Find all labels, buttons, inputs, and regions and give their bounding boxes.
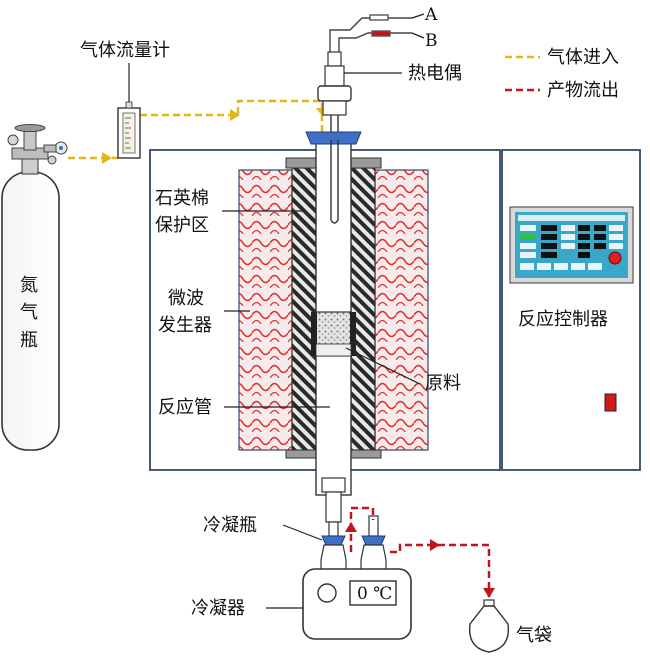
- gas-arrow-1: [102, 152, 112, 164]
- condenser-knob: [317, 583, 337, 603]
- gas-bag-label: 气袋: [516, 625, 552, 646]
- raw-material-leader: [345, 347, 421, 385]
- condenser-label: 冷凝器: [191, 598, 245, 619]
- top-cap-right: [350, 157, 382, 169]
- insulation-left: [238, 169, 293, 451]
- reaction-tube-label: 反应管: [158, 397, 212, 418]
- wire-b-label: B: [425, 31, 438, 51]
- raw-material-label: 原料: [425, 373, 461, 394]
- cylinder-label-3: 瓶: [20, 330, 38, 351]
- cylinder-label-2: 气: [20, 302, 38, 323]
- product-arrow-2: [430, 539, 440, 551]
- gas-arrow-2: [230, 109, 240, 121]
- screen-widgets: [518, 215, 625, 270]
- quartz-wool-label-2: 保护区: [155, 215, 209, 236]
- controller-label: 反应控制器: [518, 309, 608, 330]
- flowmeter-label: 气体流量计: [80, 40, 170, 61]
- condenser-unit: 0 ℃: [302, 568, 412, 640]
- gas-cylinder-valve-icon: [7, 124, 68, 165]
- bottom-cap-left: [285, 449, 317, 459]
- quartz-wool-right: [350, 167, 376, 451]
- top-cap-left: [285, 157, 317, 169]
- flowmeter-icon: [117, 101, 141, 159]
- thermocouple-label: 热电偶: [408, 63, 462, 84]
- quartz-wool-left: [291, 167, 317, 451]
- controller-panel: 反应控制器: [501, 149, 641, 471]
- raw-material-crucible: [311, 311, 356, 357]
- condenser-bottle-right: [360, 515, 387, 574]
- nitrogen-cylinder: 氮 气 瓶: [1, 124, 68, 451]
- condenser-bottle-left: [320, 521, 347, 574]
- thermocouple-wires: [329, 13, 425, 52]
- cylinder-neck: [21, 157, 39, 175]
- bottom-cap-right: [350, 449, 382, 459]
- product-arrow-1: [345, 522, 357, 532]
- condenser-bottle-leader: [282, 524, 323, 541]
- thermocouple-tip: [330, 219, 339, 224]
- gas-bag-icon: [468, 599, 510, 653]
- insulation-right: [374, 169, 429, 451]
- microwave-label-1: 微波: [168, 288, 204, 309]
- condenser-display-text: 0 ℃: [357, 584, 392, 604]
- wire-a-label: A: [424, 5, 438, 25]
- legend: 气体进入 产物流出: [505, 47, 619, 101]
- condenser-bottle-label: 冷凝瓶: [203, 515, 257, 536]
- cylinder-label-1: 氮: [20, 275, 38, 296]
- microwave-label-2: 发生器: [158, 315, 212, 336]
- quartz-wool-label-1: 石英棉: [155, 188, 209, 209]
- legend-gas-label: 气体进入: [547, 47, 619, 68]
- product-arrow-3: [483, 588, 495, 598]
- condenser-display: [349, 580, 397, 606]
- controller-indicator: [604, 393, 617, 412]
- legend-product-label: 产物流出: [547, 80, 619, 101]
